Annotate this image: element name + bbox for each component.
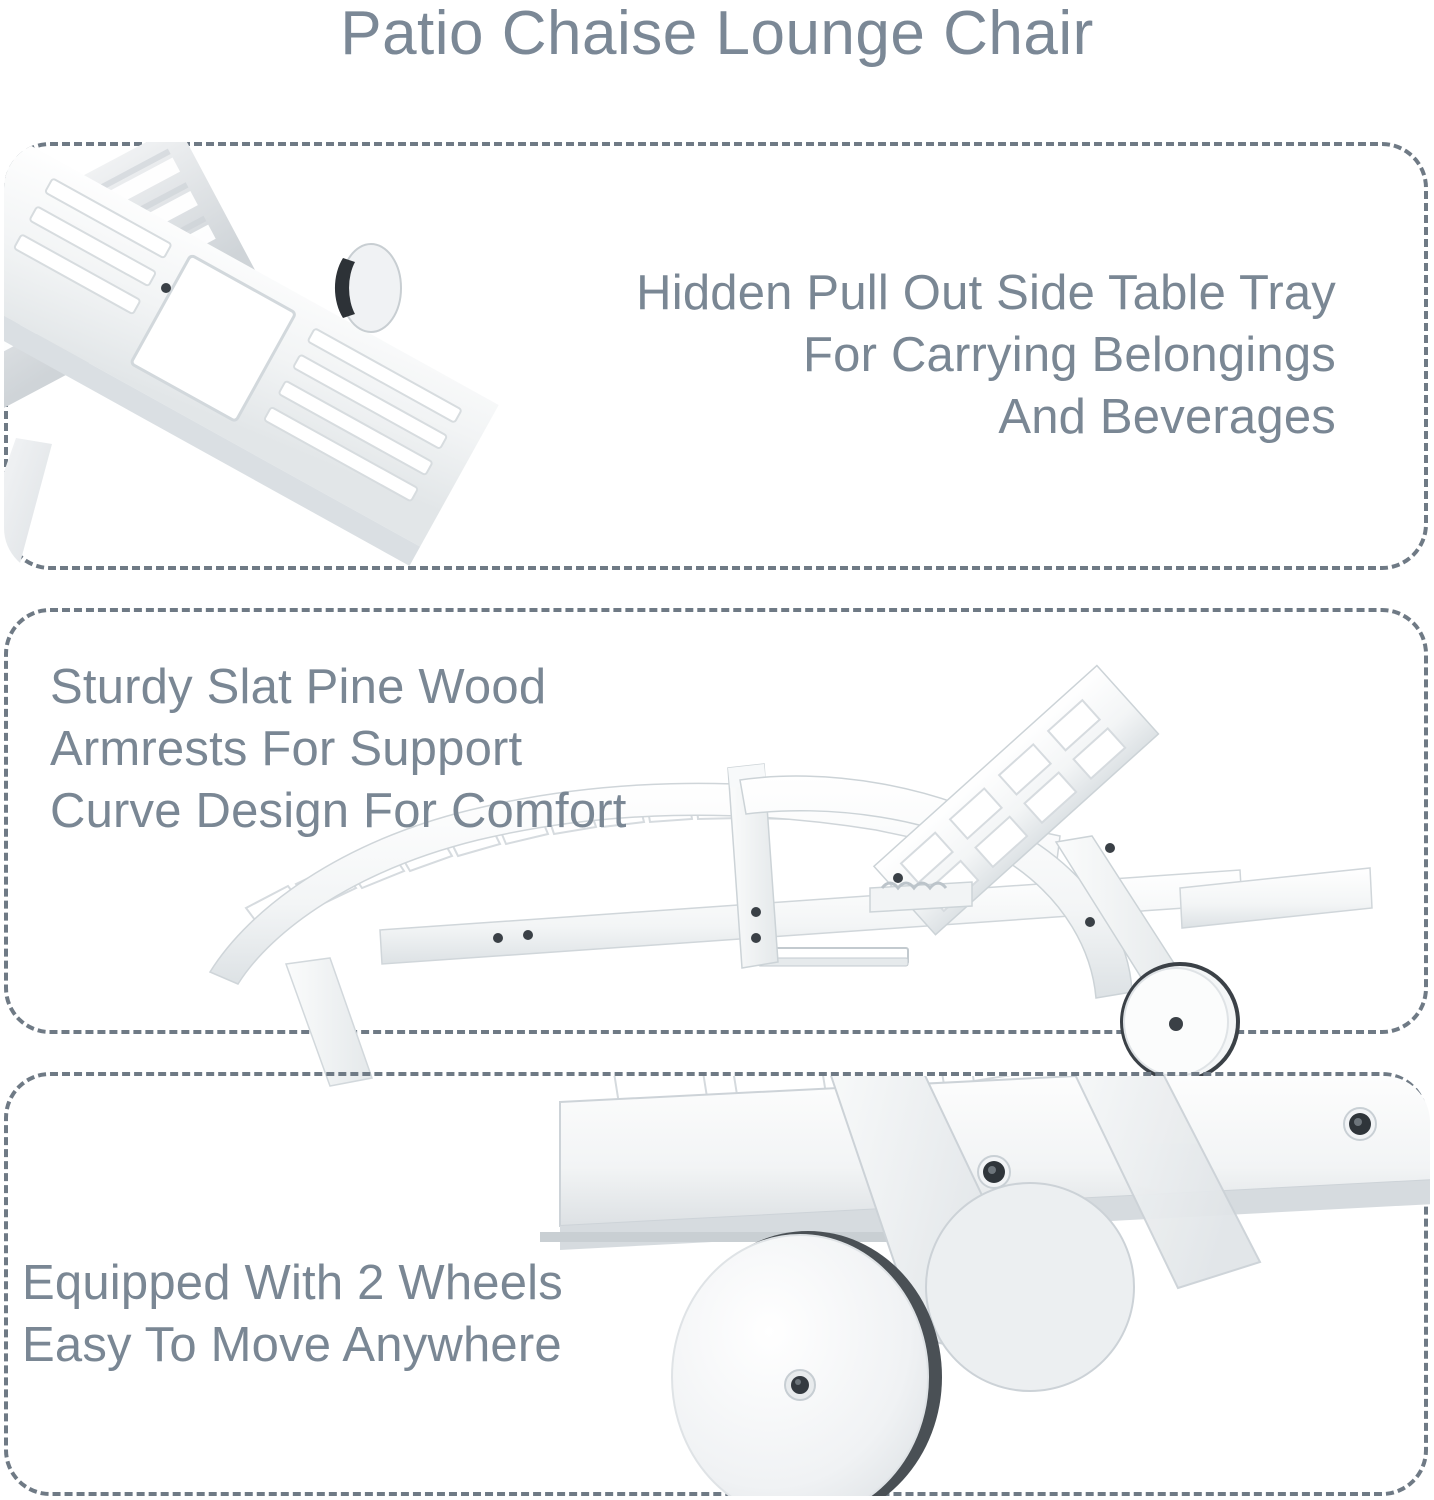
feature-text-armrests: Sturdy Slat Pine Wood Armrests For Suppo… <box>50 660 627 838</box>
feature-panel-armrests <box>4 608 1428 1034</box>
feature-text-wheels: Equipped With 2 Wheels Easy To Move Anyw… <box>22 1256 563 1372</box>
page-title: Patio Chaise Lounge Chair <box>340 0 1094 68</box>
feature-text-tray: Hidden Pull Out Side Table Tray For Carr… <box>636 266 1336 444</box>
